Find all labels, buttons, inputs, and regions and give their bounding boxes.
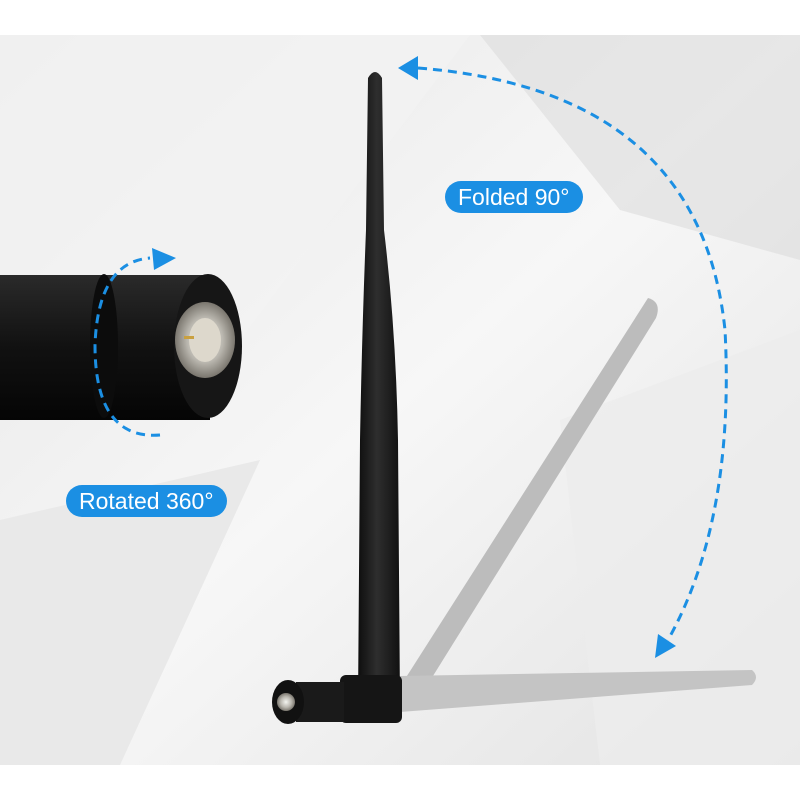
rotated-360-label: Rotated 360° [66,485,227,517]
antenna-black [272,72,402,724]
background-facet [0,460,260,765]
connector-closeup [0,274,242,420]
rotate-arrow-icon [93,256,161,437]
background-facet [560,330,800,765]
fold-arrowhead-top-icon [398,56,418,80]
folded-antenna-ghost-horizontal [400,670,756,712]
folded-90-label: Folded 90° [445,181,583,213]
folded-antenna-ghost-diagonal [398,298,658,700]
antenna-hinge [340,675,402,723]
connector-pin [184,336,194,339]
antenna-connector-thread [277,693,295,711]
rotate-arrowhead-icon [152,248,176,270]
fold-arrowhead-bottom-icon [655,634,676,658]
fold-arrow-icon [417,66,728,641]
background-facet [480,35,800,260]
